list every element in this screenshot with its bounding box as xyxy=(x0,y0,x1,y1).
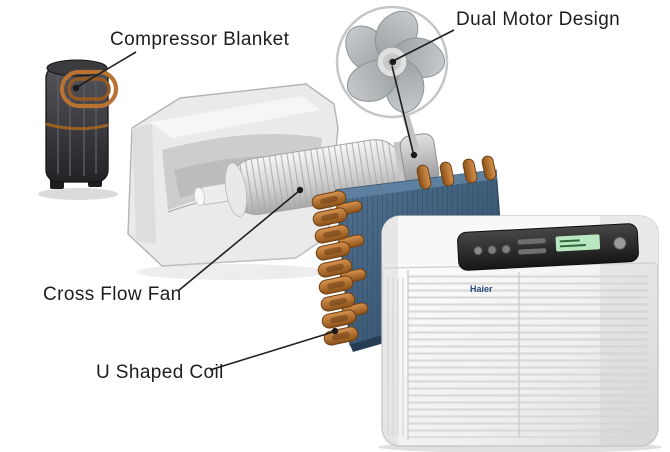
front-louvers xyxy=(408,272,648,438)
dot-u-shaped-coil xyxy=(331,327,339,335)
control-panel xyxy=(457,223,639,271)
ac-unit-illustration: Haier xyxy=(381,215,659,447)
leader-dual-motor-2 xyxy=(391,65,414,153)
panel-button xyxy=(501,244,511,254)
cross-flow-fan-label: Cross Flow Fan xyxy=(43,284,182,305)
compressor-blanket-label: Compressor Blanket xyxy=(110,29,290,50)
fan-shroud-ring xyxy=(335,5,449,119)
dot-cross-flow-fan xyxy=(296,186,304,194)
lcd-display xyxy=(555,234,601,252)
leader-u-shaped-coil xyxy=(209,331,334,371)
leader-dual-motor-1 xyxy=(394,29,455,61)
dual-motor-design-label: Dual Motor Design xyxy=(456,9,621,30)
dot-dual-motor-fan xyxy=(389,58,397,66)
leader-cross-flow-fan xyxy=(177,190,300,292)
panel-button xyxy=(487,245,497,255)
compressor-blanket-illustration xyxy=(45,59,119,189)
callout-dots xyxy=(72,58,418,335)
copper-coil-loop xyxy=(59,69,119,109)
leader-compressor-blanket xyxy=(76,51,137,88)
dot-dual-motor-shaft xyxy=(410,151,418,159)
brand-logo: Haier xyxy=(470,284,493,294)
leader-lines xyxy=(76,29,455,371)
dot-compressor-blanket xyxy=(72,84,80,92)
panel-button xyxy=(473,246,483,256)
panel-dial xyxy=(613,236,627,250)
u-shaped-coil-label: U Shaped Coil xyxy=(96,362,224,383)
